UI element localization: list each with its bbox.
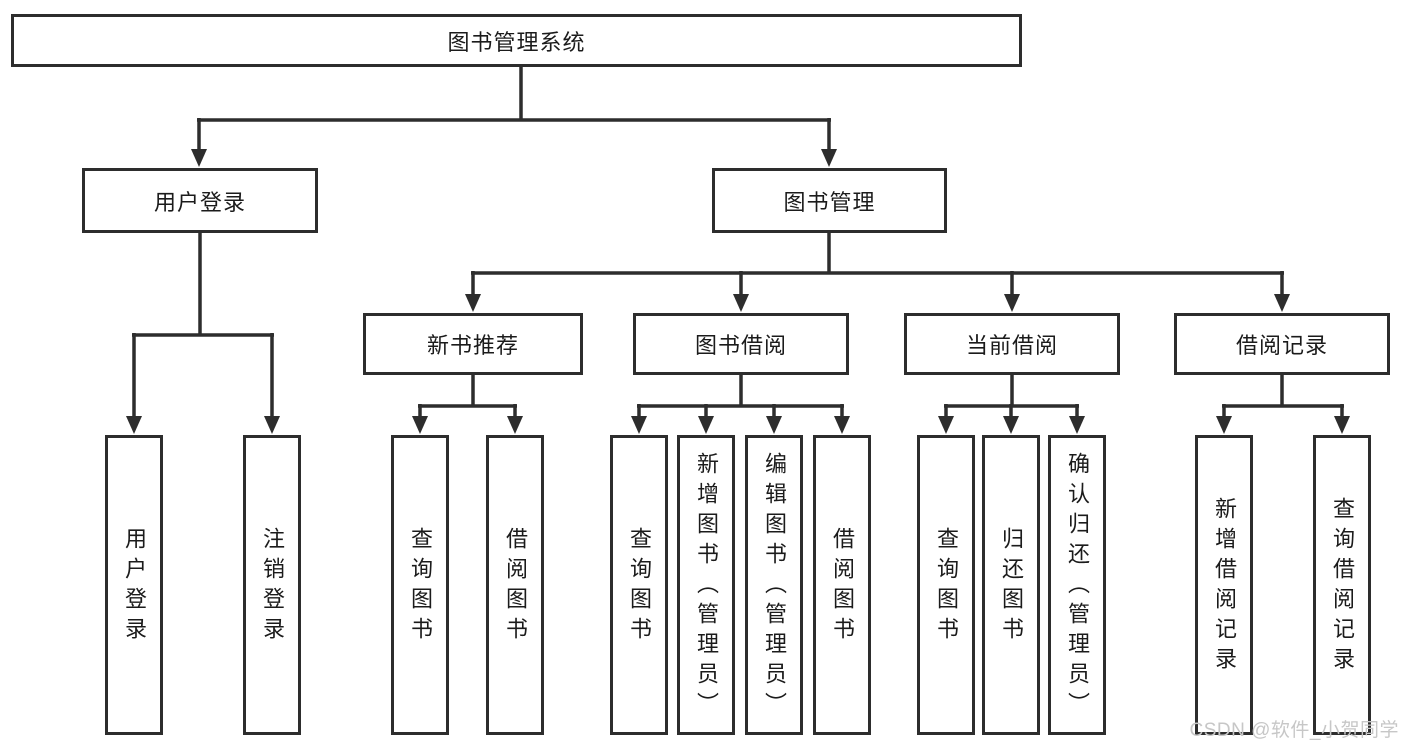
connector-root	[191, 66, 837, 167]
connector-borrow-records	[1216, 374, 1350, 434]
leaf-query-books-recommend: 查询图书	[391, 435, 449, 735]
leaf-user-login: 用户登录	[105, 435, 163, 735]
leaf-borrow-books: 借阅图书	[813, 435, 871, 735]
connector-new-book-recommend	[412, 374, 523, 434]
node-current-borrow: 当前借阅	[904, 313, 1120, 375]
connector-user-login	[126, 232, 280, 434]
node-book-management: 图书管理	[712, 168, 947, 233]
connector-book-management	[465, 232, 1290, 312]
node-root-library-system: 图书管理系统	[11, 14, 1022, 67]
leaf-query-borrow-record: 查询借阅记录	[1313, 435, 1371, 735]
leaf-edit-books-admin: 编辑图书（管理员）	[745, 435, 803, 735]
node-book-borrow: 图书借阅	[633, 313, 849, 375]
csdn-watermark: CSDN @软件_小贺同学	[1189, 720, 1399, 741]
leaf-confirm-return-admin: 确认归还（管理员）	[1048, 435, 1106, 735]
leaf-return-books: 归还图书	[982, 435, 1040, 735]
node-new-book-recommend: 新书推荐	[363, 313, 583, 375]
node-user-login: 用户登录	[82, 168, 318, 233]
leaf-logout: 注销登录	[243, 435, 301, 735]
node-borrow-records: 借阅记录	[1174, 313, 1390, 375]
leaf-add-books-admin: 新增图书（管理员）	[677, 435, 735, 735]
leaf-query-books-borrow: 查询图书	[610, 435, 668, 735]
leaf-borrow-books-recommend: 借阅图书	[486, 435, 544, 735]
leaf-query-books-current: 查询图书	[917, 435, 975, 735]
connector-book-borrow	[631, 374, 850, 434]
leaf-add-borrow-record: 新增借阅记录	[1195, 435, 1253, 735]
connector-current-borrow	[938, 374, 1085, 434]
